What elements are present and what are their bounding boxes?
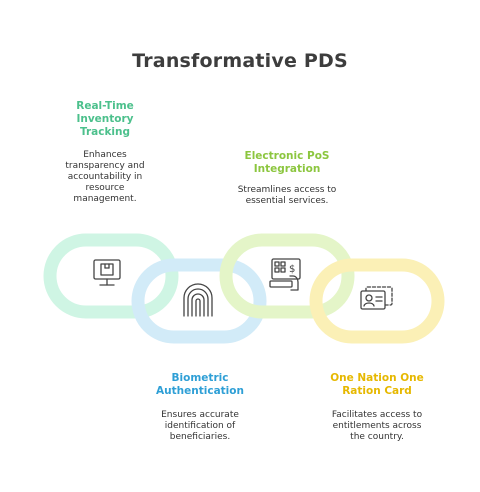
label-ration-card: One Nation One Ration Card (330, 372, 424, 397)
diagram-title: Transformative PDS (132, 50, 348, 72)
chain-link-ration-card (309, 258, 445, 344)
fingerprint-icon (183, 283, 213, 317)
svg-text:$: $ (289, 264, 295, 275)
description-pos: Streamlines access to essential services… (237, 185, 337, 206)
description-inventory: Enhances transparency and accountability… (65, 150, 145, 204)
description-biometric: Ensures accurate identification of benef… (161, 410, 239, 442)
pos-terminal-icon: $ (269, 258, 301, 291)
chain-link-biometric (131, 258, 267, 344)
chain-link-inventory (43, 233, 179, 319)
chain-link-pos (219, 233, 355, 319)
label-biometric: Biometric Authentication (156, 372, 244, 397)
label-pos: Electronic PoS Integration (244, 150, 330, 175)
monitor-box-icon (93, 259, 121, 286)
label-inventory: Real-Time Inventory Tracking (76, 100, 134, 138)
description-ration-card: Facilitates access to entitlements acros… (331, 410, 423, 442)
id-card-icon (360, 286, 393, 310)
